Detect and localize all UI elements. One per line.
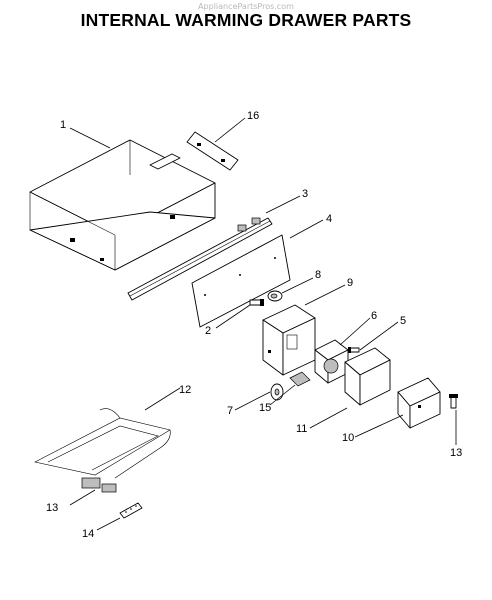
callout-14: 14 — [82, 528, 94, 540]
callout-9: 9 — [347, 277, 353, 289]
callout-11: 11 — [296, 423, 307, 435]
part-4-side-panel[interactable] — [191, 234, 291, 328]
part-1-drawer-box[interactable] — [29, 139, 216, 271]
callout-13-left: 13 — [46, 502, 58, 514]
diagram-title: INTERNAL WARMING DRAWER PARTS — [80, 10, 412, 30]
callout-10: 10 — [342, 432, 354, 444]
watermark: AppliancePartsPros.com — [198, 2, 294, 11]
callout-8: 8 — [315, 269, 321, 281]
part-10-bracket[interactable] — [397, 377, 441, 429]
callout-12: 12 — [179, 384, 191, 396]
callout-16: 16 — [247, 110, 259, 122]
callout-4: 4 — [326, 213, 332, 225]
callout-13-right: 13 — [450, 447, 462, 459]
part-2-screw[interactable] — [249, 299, 264, 306]
callout-6: 6 — [371, 310, 377, 322]
part-5-screw[interactable] — [348, 347, 360, 353]
part-6-fan[interactable] — [314, 339, 349, 384]
part-9-control-housing[interactable] — [262, 304, 316, 376]
part-12-heating-element[interactable] — [34, 408, 171, 493]
callout-1: 1 — [60, 119, 66, 131]
part-7-grommet[interactable] — [270, 383, 284, 401]
part-15-pad[interactable] — [289, 371, 311, 387]
callout-labels: 1 16 3 4 8 9 2 6 5 7 15 11 10 13 12 13 1… — [46, 110, 462, 540]
callout-5: 5 — [400, 315, 406, 327]
part-11-cover[interactable] — [344, 347, 391, 406]
leader-lines — [69, 117, 457, 531]
part-13-screw-right[interactable] — [449, 394, 458, 409]
callout-3: 3 — [302, 188, 308, 200]
part-8-knob[interactable] — [267, 290, 283, 302]
callout-15: 15 — [259, 402, 271, 414]
callout-7: 7 — [227, 405, 233, 417]
part-14-terminal-plate[interactable] — [119, 502, 143, 519]
callout-2: 2 — [205, 325, 211, 337]
part-3-slide-rail[interactable] — [127, 217, 273, 301]
part-16-plate[interactable] — [186, 131, 239, 171]
